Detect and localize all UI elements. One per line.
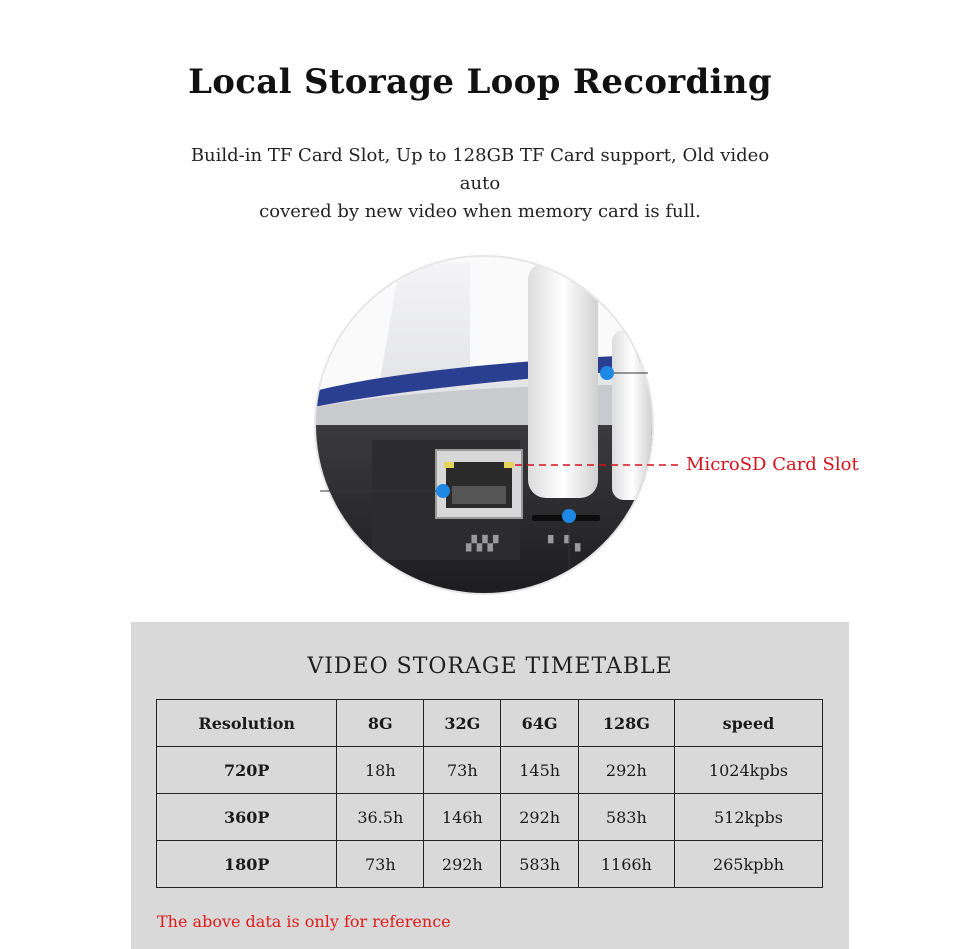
description-line-1: Build-in TF Card Slot, Up to 128GB TF Ca… — [190, 145, 770, 194]
reference-note: The above data is only for reference — [157, 912, 451, 931]
table-cell: 265kpbh — [673, 840, 824, 888]
product-photo: ▞▞▞ ▘▝▗ MicroSD Card Slot — [314, 255, 859, 595]
table-header-row: Resolution 8G 32G 64G 128G speed — [155, 699, 824, 747]
table-row: 720P 18h 73h 145h 292h 1024kpbs — [155, 746, 824, 794]
header-cell: Resolution — [155, 699, 338, 747]
row-header-cell: 720P — [155, 746, 338, 794]
row-header-cell: 180P — [155, 840, 338, 888]
table-cell: 292h — [423, 840, 502, 888]
table-cell: 292h — [577, 746, 675, 794]
table-cell: 583h — [577, 793, 675, 841]
marker-dot-antenna — [600, 366, 614, 380]
svg-text:▞▞▞: ▞▞▞ — [465, 534, 499, 552]
marker-dot-ethernet — [436, 484, 450, 498]
camera-closeup-illustration: ▞▞▞ ▘▝▗ — [314, 255, 682, 595]
svg-text:▘▝▗: ▘▝▗ — [547, 534, 581, 552]
storage-timetable: Resolution 8G 32G 64G 128G speed 720P 18… — [155, 699, 824, 888]
table-cell: 1166h — [577, 840, 675, 888]
header-cell: 8G — [336, 699, 425, 747]
marker-dot-sd-slot — [562, 509, 576, 523]
timetable-title: VIDEO STORAGE TIMETABLE — [307, 654, 673, 679]
table-row: 360P 36.5h 146h 292h 583h 512kpbs — [155, 793, 824, 841]
table-cell: 146h — [423, 793, 502, 841]
table-cell: 1024kpbs — [673, 746, 824, 794]
table-cell: 18h — [336, 746, 425, 794]
header-cell: 32G — [423, 699, 502, 747]
page-title: Local Storage Loop Recording — [188, 62, 772, 102]
table-cell: 512kpbs — [673, 793, 824, 841]
table-cell: 583h — [500, 840, 579, 888]
table-row: 180P 73h 292h 583h 1166h 265kpbh — [155, 840, 824, 888]
header-cell: speed — [673, 699, 824, 747]
table-cell: 73h — [336, 840, 425, 888]
storage-timetable-panel: VIDEO STORAGE TIMETABLE Resolution 8G 32… — [131, 622, 849, 949]
description-line-2: covered by new video when memory card is… — [259, 201, 701, 222]
header-cell: 64G — [500, 699, 579, 747]
header-cell: 128G — [577, 699, 675, 747]
row-header-cell: 360P — [155, 793, 338, 841]
table-cell: 145h — [500, 746, 579, 794]
description: Build-in TF Card Slot, Up to 128GB TF Ca… — [170, 142, 790, 226]
table-cell: 73h — [423, 746, 502, 794]
table-cell: 36.5h — [336, 793, 425, 841]
table-cell: 292h — [500, 793, 579, 841]
microsd-callout-label: MicroSD Card Slot — [686, 454, 859, 475]
